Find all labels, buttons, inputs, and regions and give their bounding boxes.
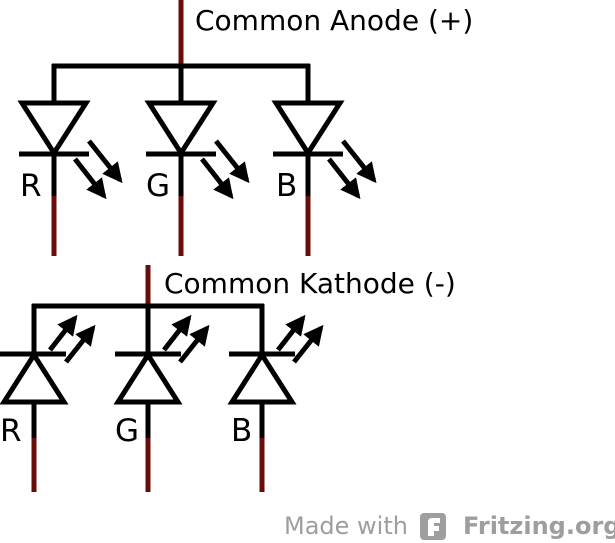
led-label: R [20, 168, 42, 204]
light-arrow [178, 324, 210, 364]
diode-triangle [144, 100, 218, 158]
light-arrow [64, 324, 96, 364]
watermark-brand: Fritzing.org [463, 512, 615, 540]
led-label: B [231, 413, 252, 449]
diode-triangle [113, 350, 183, 405]
diode-triangle [271, 100, 345, 158]
watermark-prefix: Made with [284, 512, 408, 540]
light-arrow [214, 139, 250, 184]
diode-triangle [227, 350, 297, 405]
light-arrow [341, 139, 377, 184]
light-arrow [200, 157, 234, 200]
diode-triangle [0, 350, 69, 405]
common-anode-circuit: R G B Common Anode (+) [17, 0, 473, 256]
kathode-title: Common Kathode (-) [164, 267, 456, 300]
diode-triangle [17, 100, 91, 158]
kathode-led-g: G [113, 314, 210, 492]
led-label: G [115, 413, 139, 449]
light-arrow [73, 157, 107, 200]
anode-led-r: R [17, 100, 123, 256]
light-arrow [276, 314, 306, 352]
fritzing-logo-icon [420, 513, 446, 540]
led-label: B [276, 168, 297, 204]
led-label: R [0, 413, 22, 449]
light-arrow [48, 314, 78, 352]
led-label: G [146, 168, 170, 204]
light-arrow [87, 139, 123, 184]
kathode-led-r: R [0, 314, 96, 492]
fritzing-watermark: Made with Fritzing.org [284, 512, 615, 540]
light-arrow [162, 314, 192, 352]
light-arrow [292, 324, 324, 364]
anode-led-b: B [271, 100, 377, 256]
common-kathode-circuit: R G B Common Kathode (-) [0, 265, 456, 492]
light-arrow [327, 157, 361, 200]
kathode-led-b: B [227, 314, 324, 492]
anode-led-g: G [144, 100, 250, 256]
anode-title: Common Anode (+) [195, 4, 473, 37]
